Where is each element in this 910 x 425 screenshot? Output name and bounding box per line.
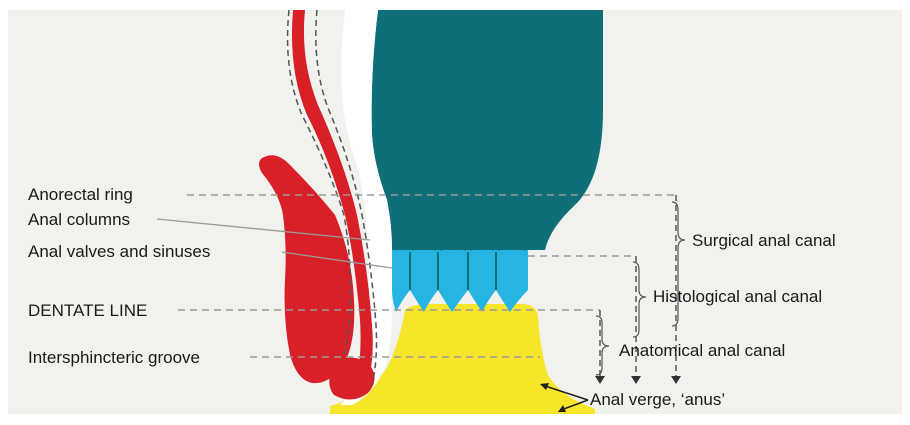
label-anal-columns: Anal columns (28, 210, 130, 230)
label-anal-verge: Anal verge, ‘anus’ (590, 390, 725, 410)
label-anorectal-ring: Anorectal ring (28, 185, 133, 205)
label-intersphincteric-groove: Intersphincteric groove (28, 348, 200, 368)
label-anal-valves-and-sinuses: Anal valves and sinuses (28, 242, 210, 262)
label-histological-anal-canal: Histological anal canal (653, 287, 822, 307)
label-anatomical-anal-canal: Anatomical anal canal (619, 341, 785, 361)
label-surgical-anal-canal: Surgical anal canal (692, 231, 836, 251)
label-dentate-line: DENTATE LINE (28, 301, 147, 321)
